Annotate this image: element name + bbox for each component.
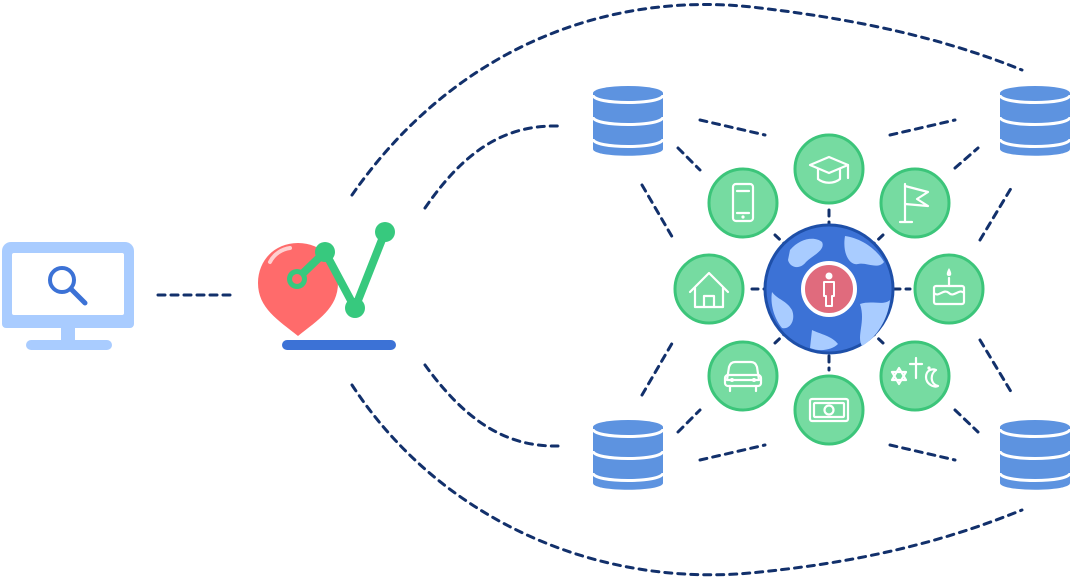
connector-dbbr-a	[888, 443, 957, 462]
smartphone-icon	[707, 167, 779, 239]
connector-logo-db-top	[423, 124, 560, 210]
birthday-cake-icon	[913, 253, 985, 325]
databases	[591, 86, 1072, 490]
connector-dbtr-b	[953, 146, 980, 170]
house-icon	[673, 253, 745, 325]
connector-dbbr-c	[978, 338, 1015, 397]
connector-outer-top-arc	[350, 3, 1024, 197]
database-icon-bottom-left	[591, 420, 665, 490]
attribute-ring	[673, 133, 985, 446]
connector-outer-bottom-arc	[350, 383, 1024, 577]
car-icon	[707, 340, 779, 412]
monitor-search-icon	[2, 242, 134, 350]
connector-dbbr-b	[953, 408, 980, 434]
database-icon-top-right	[998, 86, 1072, 156]
location-analytics-logo	[258, 222, 396, 350]
connector-dbtl-a	[698, 118, 767, 137]
connector-dbbl-a	[698, 443, 767, 462]
religion-symbols-icon	[879, 340, 951, 412]
database-icon-top-left	[591, 86, 665, 156]
connector-dbbl-c	[640, 338, 676, 397]
connector-dbbl-b	[676, 408, 702, 434]
globe-person-icon	[763, 223, 895, 355]
connector-dbtr-c	[978, 183, 1015, 242]
database-icon-bottom-right	[998, 420, 1072, 490]
flag-icon	[879, 167, 951, 239]
connector-dbtl-b	[676, 146, 702, 172]
graduation-cap-icon	[793, 133, 865, 205]
connector-dbtr-a	[888, 118, 957, 137]
money-icon	[793, 374, 865, 446]
connector-dbtl-c	[640, 183, 676, 242]
connector-logo-db-bottom	[423, 363, 560, 448]
